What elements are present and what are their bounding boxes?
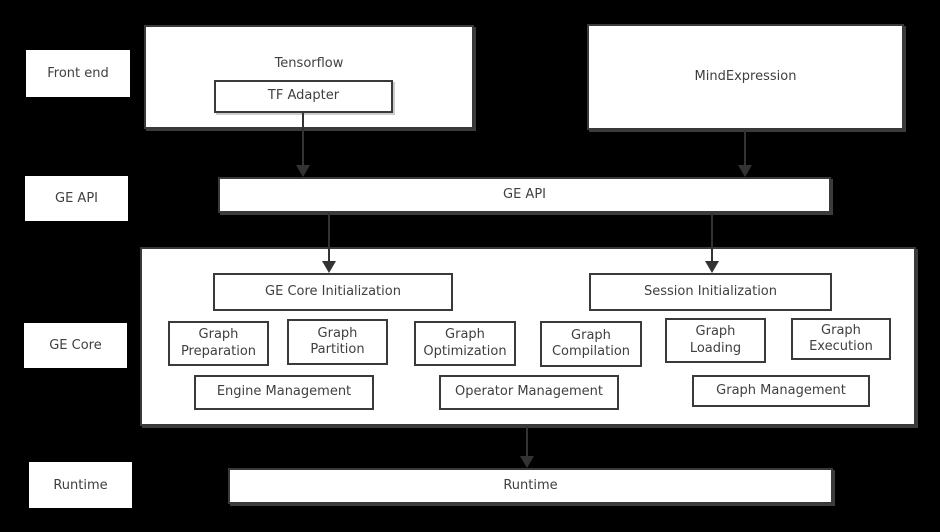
graph-compilation-box: Graph Compilation xyxy=(540,321,642,367)
mind-expression-box: MindExpression xyxy=(587,24,904,130)
graph-preparation-box: Graph Preparation xyxy=(168,321,269,366)
graph-optimization-box: Graph Optimization xyxy=(414,321,516,366)
operator-management-box: Operator Management xyxy=(439,375,619,410)
engine-management-box: Engine Management xyxy=(194,375,374,410)
ge-api-bar: GE API xyxy=(218,177,831,213)
arrow-mind-expression-to-ge-api xyxy=(738,130,752,177)
tensorflow-title: Tensorflow xyxy=(274,56,344,71)
row-label-runtime: Runtime xyxy=(29,462,132,508)
tensorflow-box: Tensorflow TF Adapter xyxy=(144,25,474,129)
arrow-ge-api-to-session-init xyxy=(705,213,719,273)
tf-adapter-box: TF Adapter xyxy=(214,80,393,113)
graph-partition-box: Graph Partition xyxy=(287,319,388,365)
row-label-front-end: Front end xyxy=(26,50,130,97)
runtime-bar: Runtime xyxy=(228,468,833,504)
row-label-ge-core: GE Core xyxy=(24,323,127,368)
row-label-ge-api: GE API xyxy=(25,176,128,221)
arrow-ge-core-to-runtime xyxy=(520,426,534,468)
graph-loading-box: Graph Loading xyxy=(665,318,766,363)
ge-core-initialization-box: GE Core Initialization xyxy=(213,273,453,311)
session-initialization-box: Session Initialization xyxy=(589,273,832,311)
graph-management-box: Graph Management xyxy=(692,375,870,407)
graph-execution-box: Graph Execution xyxy=(791,318,891,360)
arrow-ge-api-to-ge-core-init xyxy=(322,213,336,273)
arrow-tf-adapter-to-ge-api xyxy=(296,113,310,177)
